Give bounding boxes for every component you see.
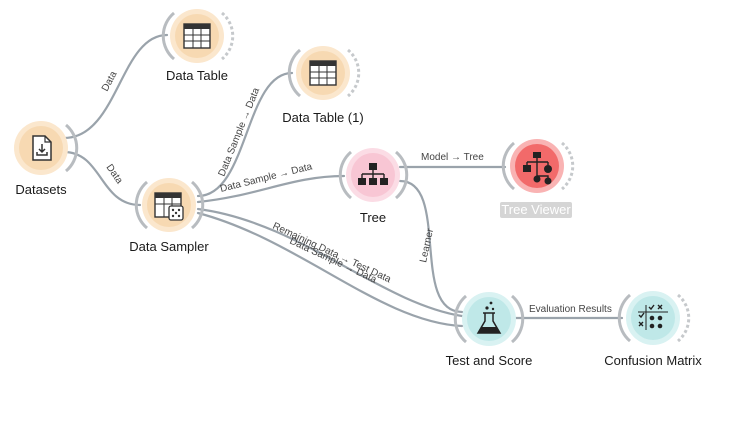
widget-label-bg-tree-viewer	[500, 202, 572, 218]
widget-data-sampler[interactable]: Data Sampler	[129, 178, 209, 254]
link-sampler-data-table-1[interactable]	[196, 71, 294, 198]
link-sampler-sample-test[interactable]	[196, 211, 464, 328]
widget-confusion-matrix[interactable]: Confusion Matrix	[604, 291, 702, 368]
widget-label-tree-viewer: Tree Viewer	[501, 202, 571, 217]
link-label-sampler-sample-test: Data Sample → Data	[288, 236, 379, 286]
widget-label-datasets: Datasets	[15, 182, 67, 197]
widget-label-confusion-matrix: Confusion Matrix	[604, 353, 702, 368]
widget-label-data-table-1: Data Table (1)	[282, 110, 363, 125]
widget-label-tree: Tree	[360, 210, 386, 225]
table-dice-icon	[154, 192, 184, 221]
widget-tree-viewer[interactable]: Tree Viewer	[500, 139, 575, 218]
link-label-evaluation-results: Evaluation Results	[529, 304, 612, 315]
table-icon	[183, 23, 211, 49]
file-download-icon	[32, 135, 52, 161]
table-icon	[309, 60, 337, 86]
link-label-datasets-data-sampler: Data	[104, 162, 125, 186]
widget-datasets[interactable]: Datasets	[14, 121, 79, 197]
widget-label-data-sampler: Data Sampler	[129, 239, 209, 254]
flask-icon	[476, 301, 502, 334]
link-sampler-tree[interactable]	[196, 174, 346, 204]
hierarchy-icon	[358, 163, 388, 185]
widget-tree[interactable]: Tree	[338, 148, 409, 225]
tree-chart-icon	[523, 152, 552, 185]
link-label-tree-tree-viewer: Model → Tree	[421, 152, 484, 163]
link-datasets-data-table[interactable]	[62, 33, 169, 140]
widget-data-table-1[interactable]: Data Table (1)	[282, 46, 364, 125]
widget-test-and-score[interactable]: Test and Score	[446, 292, 533, 368]
link-sampler-remaining-test[interactable]	[196, 207, 464, 318]
widget-label-data-table: Data Table	[166, 68, 228, 83]
widget-label-test-and-score: Test and Score	[446, 353, 533, 368]
link-label-sampler-data-table-1: Data Sample → Data	[217, 86, 263, 178]
matrix-icon	[638, 304, 668, 330]
link-label-learner: Learner	[418, 227, 436, 264]
link-tree-test-and-score[interactable]	[398, 179, 464, 314]
widget-data-table[interactable]: Data Table	[161, 9, 235, 83]
